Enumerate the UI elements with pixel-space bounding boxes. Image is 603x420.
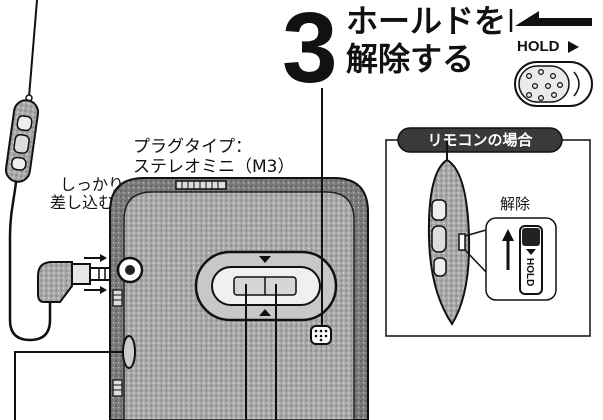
remote-cord	[8, 181, 52, 342]
up-triangle-mark	[259, 309, 271, 316]
earphone-cord	[28, 0, 38, 98]
insert-instruction-line2: 差し込む	[50, 193, 115, 212]
callout-line-side	[14, 351, 122, 420]
step-title-line2: 解除する	[346, 40, 475, 78]
remote-button	[433, 257, 447, 277]
plug-type-value: ステレオミニ（M3）	[133, 157, 295, 177]
arrow-left-icon	[509, 9, 592, 32]
inset-connector	[464, 249, 487, 273]
side-labels	[112, 289, 123, 397]
remote-case-badge	[397, 127, 563, 153]
inset-hold-label: HOLD	[524, 258, 535, 286]
triangle-right-icon	[568, 41, 579, 53]
stereo-mini-plug	[37, 261, 118, 303]
speaker-grill	[310, 325, 332, 345]
remote-button	[431, 225, 447, 253]
plug-sleeve	[71, 263, 91, 285]
inline-remote-control	[4, 99, 40, 183]
headphone-jack	[116, 256, 144, 284]
arrow-up-icon	[502, 229, 514, 270]
insert-instruction-line1: しっかり	[60, 175, 125, 194]
step-number: 3	[282, 0, 338, 104]
hold-switch-illustration	[514, 61, 593, 107]
operation-panel	[194, 250, 338, 322]
insert-arrow-icon	[84, 254, 107, 294]
remote-button	[431, 199, 447, 221]
inline-remote-button	[13, 133, 30, 154]
side-button	[122, 335, 136, 369]
hold-label: HOLD	[517, 38, 560, 55]
triangle-down-icon	[526, 249, 536, 255]
step-title-line1: ホールドを	[346, 2, 507, 40]
cassette-player	[109, 177, 369, 420]
inline-remote-button	[10, 156, 27, 171]
remote-hold-switch	[458, 233, 466, 251]
plug-type-label: プラグタイプ：	[133, 137, 252, 157]
remote-case-title: リモコンの場合	[427, 131, 533, 149]
top-vent-slots	[175, 180, 227, 190]
remote-case-panel: HOLD	[385, 127, 591, 337]
inset-connector	[464, 229, 487, 237]
plug-housing	[37, 261, 73, 303]
down-triangle-mark	[259, 256, 271, 263]
inline-remote-button	[16, 115, 33, 132]
release-label: 解除	[500, 195, 531, 213]
inset-slider-knob	[522, 228, 540, 246]
